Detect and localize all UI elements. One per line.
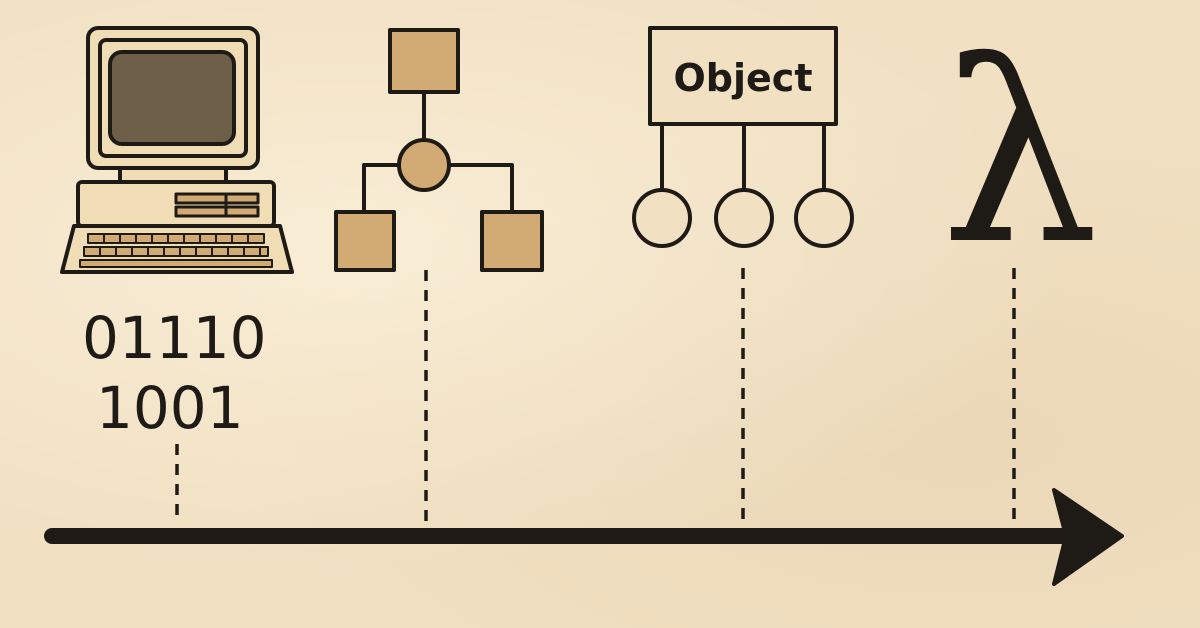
monitor-screen [108, 50, 236, 146]
flowchart-center-node [397, 138, 451, 192]
keyboard-keys [79, 233, 273, 268]
flowchart-right-square [480, 210, 544, 272]
arrow-right-icon [1052, 488, 1124, 586]
binary-line-2: 1001 [96, 374, 244, 442]
flowchart-top-square [388, 28, 460, 94]
timeline-markers [175, 268, 1016, 524]
flowchart-hierarchy-icon [334, 28, 544, 272]
disk-drive-icon [174, 205, 260, 218]
binary-line-1: 01110 [82, 304, 267, 372]
lambda-icon: λ [941, 8, 1099, 299]
retro-computer-icon [60, 26, 294, 274]
object-child-circle [632, 188, 692, 248]
flowchart-left-square [334, 210, 396, 272]
disk-drive-icon [174, 192, 260, 205]
monitor-neck [118, 166, 228, 184]
object-hierarchy-icon [632, 26, 854, 248]
object-label: Object [674, 56, 813, 100]
object-child-circle [714, 188, 774, 248]
object-child-circle [794, 188, 854, 248]
